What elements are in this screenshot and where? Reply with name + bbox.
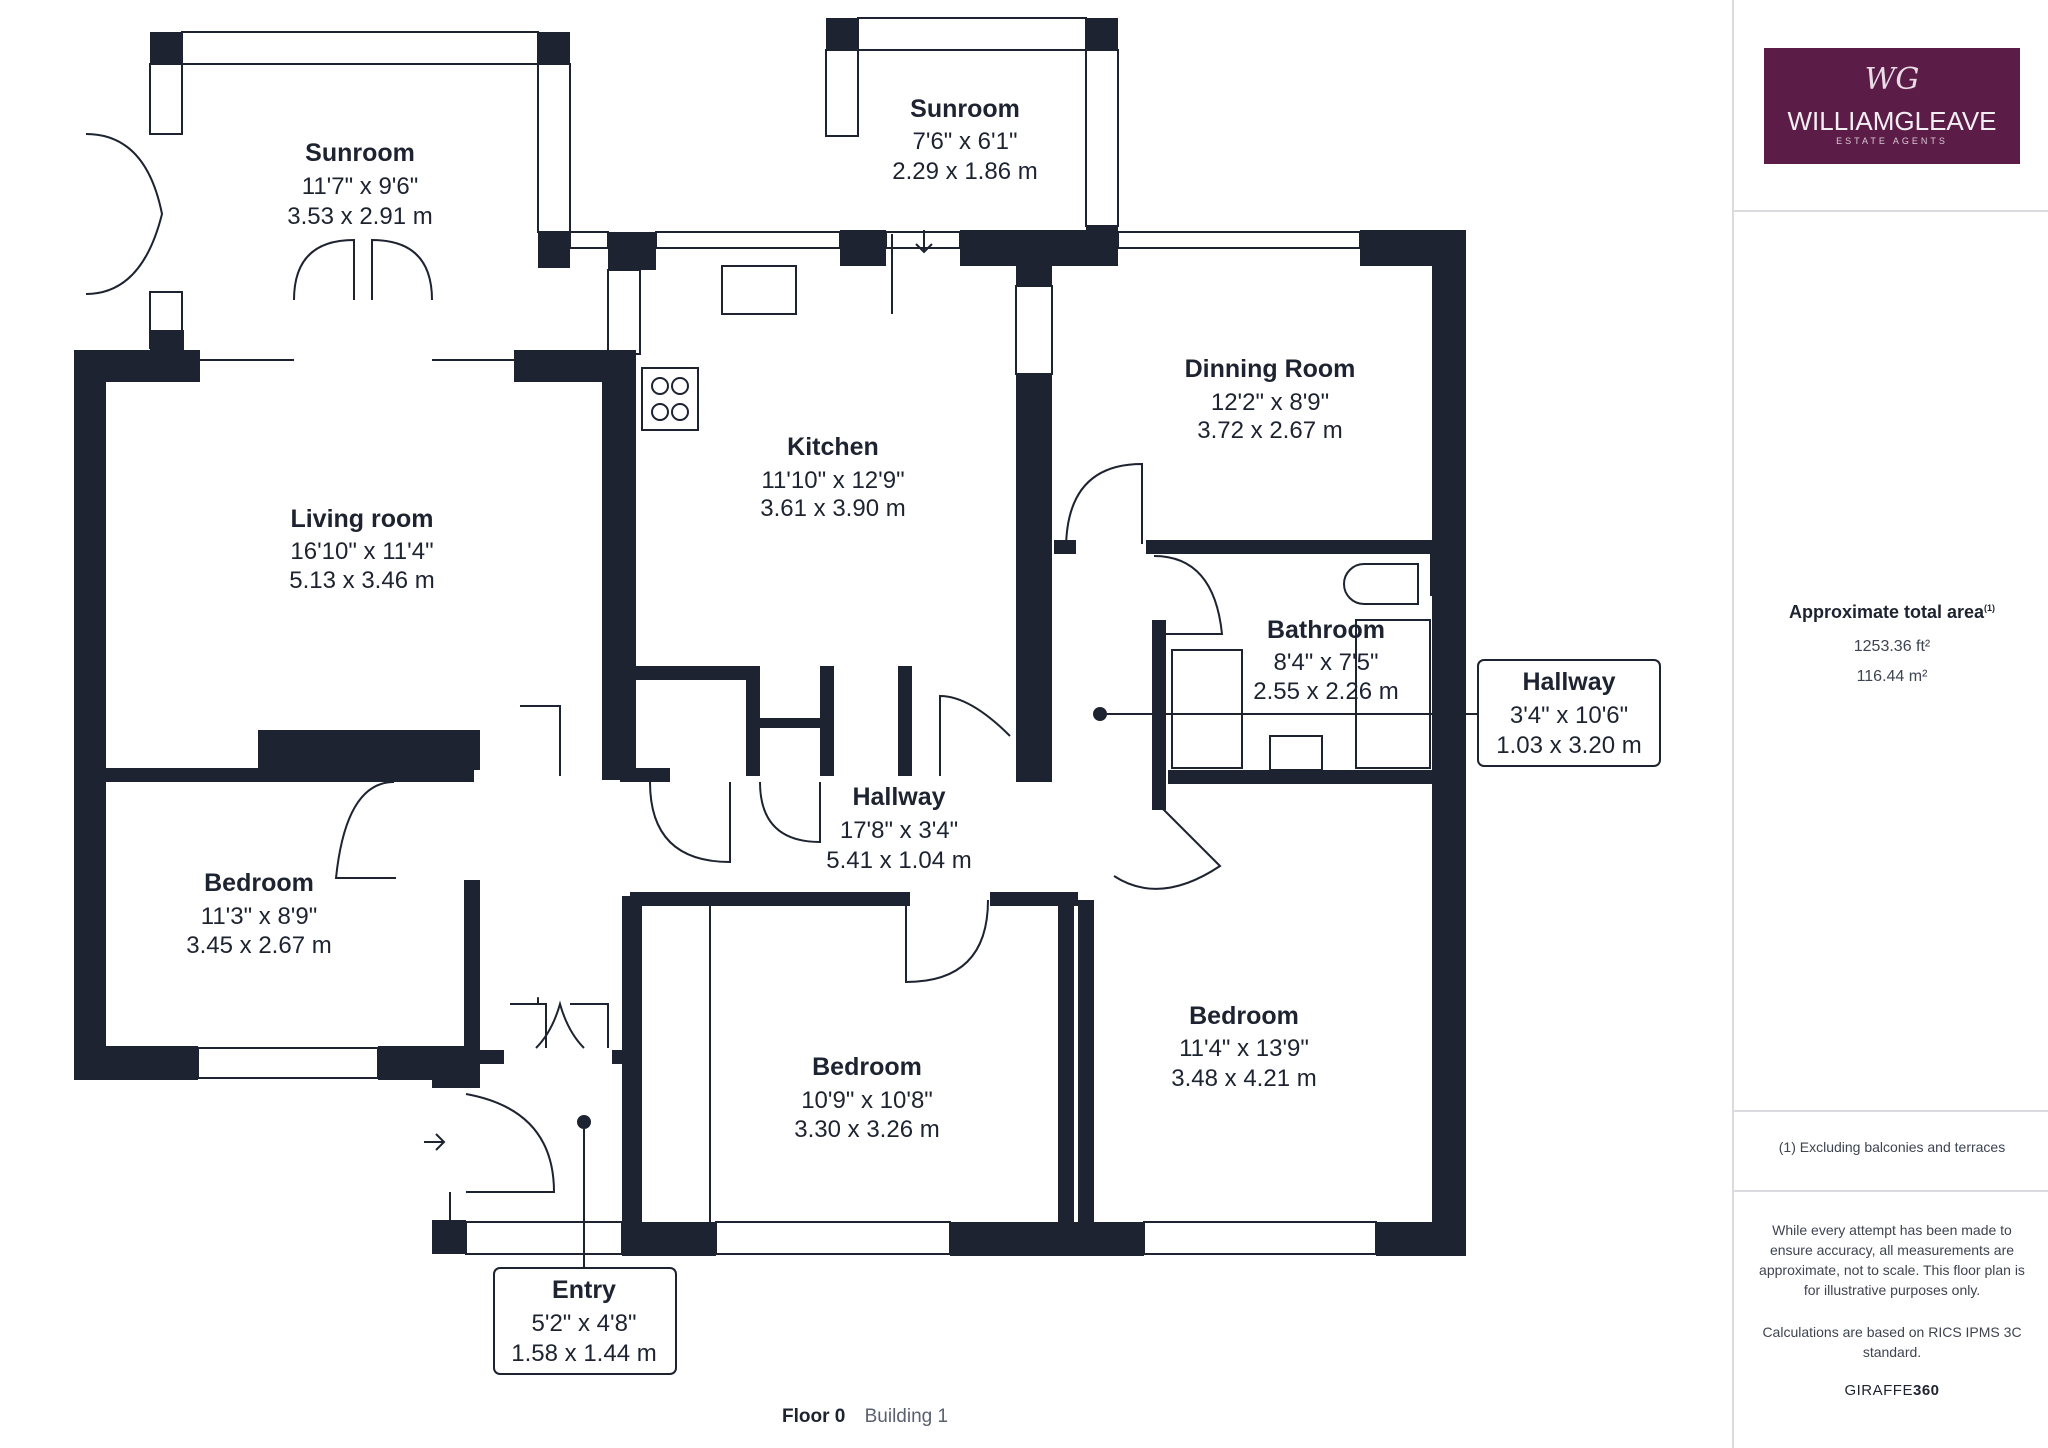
area-title: Approximate total area(1) (1734, 602, 2048, 623)
room-label: Bedroom 11'3" x 8'9" 3.45 x 2.67 m (186, 869, 331, 959)
floor-plan: Sunroom 11'7" x 9'6" 3.53 x 2.91 m Sunro… (74, 17, 1661, 1375)
room-name: Sunroom (305, 139, 415, 167)
callout-label: Entry 5'2" x 4'8" 1.58 x 1.44 m (511, 1276, 656, 1367)
area-sqft: 1253.36 ft² (1853, 638, 1931, 655)
brand-light: GIRAFFE (1844, 1382, 1913, 1399)
room-metric: 3.45 x 2.67 m (186, 932, 331, 959)
room-metric: 3.48 x 4.21 m (1171, 1065, 1316, 1092)
room-label: Dinning Room 12'2" x 8'9" 3.72 x 2.67 m (1185, 355, 1356, 444)
divider (1734, 1190, 2048, 1192)
hallway-callout-box (1477, 659, 1661, 767)
room-name: Living room (290, 505, 433, 533)
room-imperial: 11'10" x 12'9" (761, 467, 904, 494)
room-label: Sunroom 7'6" x 6'1" 2.29 x 1.86 m (892, 95, 1037, 185)
room-imperial: 16'10" x 11'4" (290, 538, 433, 565)
room-label: Hallway 17'8" x 3'4" 5.41 x 1.04 m (826, 783, 971, 874)
brand-bold: 360 (1912, 1382, 1940, 1399)
room-label: Bedroom 10'9" x 10'8" 3.30 x 3.26 m (794, 1053, 939, 1143)
room-imperial: 7'6" x 6'1" (913, 128, 1018, 155)
room-metric: 1.03 x 3.20 m (1496, 732, 1641, 759)
room-name: Bathroom (1267, 616, 1385, 644)
floor-name: Floor 0 (782, 1406, 846, 1427)
room-name: Bedroom (204, 869, 314, 897)
info-sidebar: WG WILLIAMGLEAVE ESTATE AGENTS Approxima… (1732, 0, 2048, 1448)
divider (1734, 1110, 2048, 1112)
room-imperial: 12'2" x 8'9" (1211, 389, 1329, 416)
entry-callout-box (493, 1267, 677, 1375)
walls (74, 18, 1466, 1256)
room-name: Bedroom (1189, 1002, 1299, 1030)
logo-name: WILLIAMGLEAVE (1787, 106, 1997, 136)
measure-markers (424, 230, 1480, 1268)
calculation-note: Calculations are based on RICS IPMS 3C s… (1762, 1324, 2022, 1360)
disclaimer: While every attempt has been made to ens… (1759, 1222, 2025, 1298)
room-imperial: 17'8" x 3'4" (840, 817, 958, 844)
room-metric: 2.29 x 1.86 m (892, 158, 1037, 185)
room-metric: 2.55 x 2.26 m (1253, 678, 1398, 705)
windows-and-fixtures (85, 17, 1465, 1255)
room-name: Hallway (1522, 668, 1615, 696)
logo-monogram: WG (1864, 62, 1920, 97)
room-metric: 1.58 x 1.44 m (511, 1340, 656, 1367)
floor-label: Floor 0 Building 1 (782, 1406, 948, 1428)
callout-label: Hallway 3'4" x 10'6" 1.03 x 3.20 m (1496, 668, 1641, 759)
room-metric: 3.53 x 2.91 m (287, 203, 432, 230)
room-imperial: 11'7" x 9'6" (302, 173, 419, 200)
room-name: Entry (552, 1276, 616, 1304)
area-title-text: Approximate total area (1788, 602, 1985, 622)
room-imperial: 11'3" x 8'9" (201, 903, 318, 930)
room-imperial: 10'9" x 10'8" (801, 1087, 933, 1114)
room-label: Living room 16'10" x 11'4" 5.13 x 3.46 m (289, 505, 434, 594)
room-metric: 5.41 x 1.04 m (826, 847, 971, 874)
room-label: Bedroom 11'4" x 13'9" 3.48 x 4.21 m (1171, 1002, 1316, 1092)
room-metric: 5.13 x 3.46 m (289, 567, 434, 594)
room-imperial: 3'4" x 10'6" (1510, 702, 1628, 729)
room-metric: 3.61 x 3.90 m (760, 495, 905, 522)
room-name: Kitchen (787, 433, 879, 461)
area-sqm: 116.44 m² (1856, 668, 1928, 685)
room-name: Hallway (852, 783, 945, 811)
room-name: Bedroom (812, 1053, 922, 1081)
room-name: Dinning Room (1185, 355, 1356, 383)
area-title-note: (1) (1984, 603, 1996, 613)
room-imperial: 5'2" x 4'8" (532, 1310, 637, 1337)
building-name: Building 1 (864, 1406, 949, 1427)
divider (1734, 210, 2048, 212)
room-imperial: 11'4" x 13'9" (1179, 1035, 1309, 1062)
room-name: Sunroom (910, 95, 1020, 123)
agency-logo: WG WILLIAMGLEAVE ESTATE AGENTS (1764, 48, 2020, 164)
room-label: Sunroom 11'7" x 9'6" 3.53 x 2.91 m (287, 139, 432, 230)
logo-tagline: ESTATE AGENTS (1836, 136, 1948, 146)
room-label: Kitchen 11'10" x 12'9" 3.61 x 3.90 m (760, 433, 905, 522)
room-label: Bathroom 8'4" x 7'5" 2.55 x 2.26 m (1253, 616, 1398, 705)
footnote: (1) Excluding balconies and terraces (1778, 1139, 2006, 1155)
room-imperial: 8'4" x 7'5" (1274, 649, 1379, 676)
room-metric: 3.30 x 3.26 m (794, 1116, 939, 1143)
giraffe360-brand: GIRAFFE360 (1734, 1382, 2048, 1399)
room-metric: 3.72 x 2.67 m (1197, 417, 1342, 444)
